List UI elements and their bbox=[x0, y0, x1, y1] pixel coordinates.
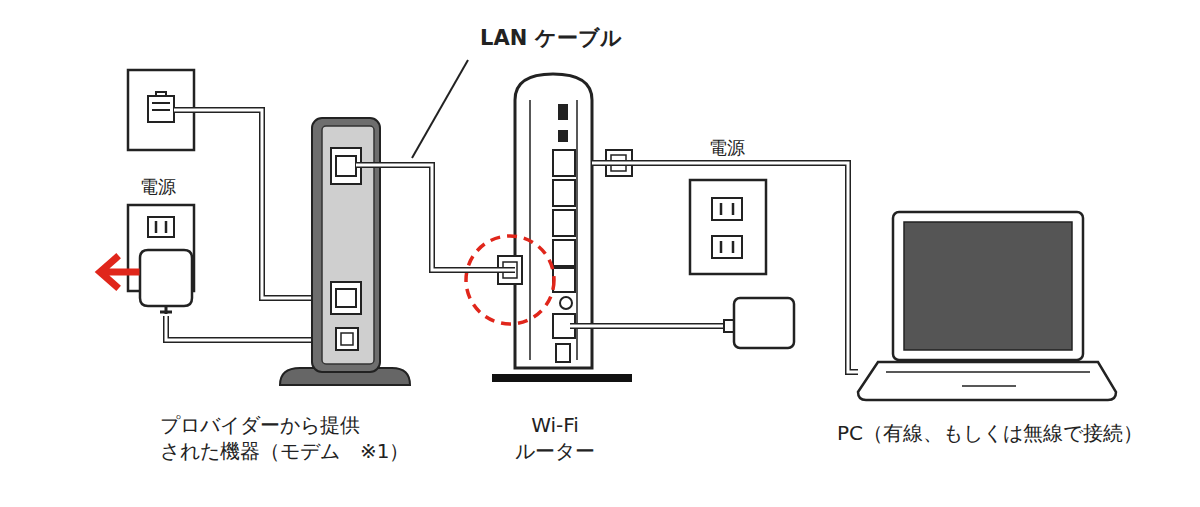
modem-body bbox=[312, 118, 380, 372]
device-caption: プロバイダーから提供 された機器（モデム ※1） bbox=[160, 412, 450, 464]
device-caption: Wi-Fi ルーター bbox=[500, 412, 610, 464]
device-caption: PC（有線、もしくは無線で接続） bbox=[800, 420, 1180, 446]
power-label: 電源 bbox=[707, 137, 747, 159]
laptop-base bbox=[858, 362, 1116, 400]
laptop-screen bbox=[893, 212, 1083, 360]
leader-line bbox=[412, 60, 468, 158]
lan-cable bbox=[592, 163, 858, 372]
power-adapter bbox=[734, 298, 794, 348]
router-stand bbox=[492, 374, 632, 382]
power-adapter bbox=[140, 250, 192, 306]
modem-device: プロバイダーから提供 された機器（モデム ※1） bbox=[312, 118, 380, 372]
power-label: 電源 bbox=[138, 176, 178, 198]
lan-cable bbox=[380, 165, 515, 270]
unplug-arrow bbox=[100, 258, 136, 286]
wall-outlet bbox=[690, 180, 766, 274]
router-device: Wi-Fi ルーター bbox=[515, 74, 592, 368]
pc-device: PC（有線、もしくは無線で接続） bbox=[858, 212, 1116, 400]
highlight-circle bbox=[466, 236, 554, 324]
cable-label: LAN ケーブル bbox=[478, 26, 624, 51]
